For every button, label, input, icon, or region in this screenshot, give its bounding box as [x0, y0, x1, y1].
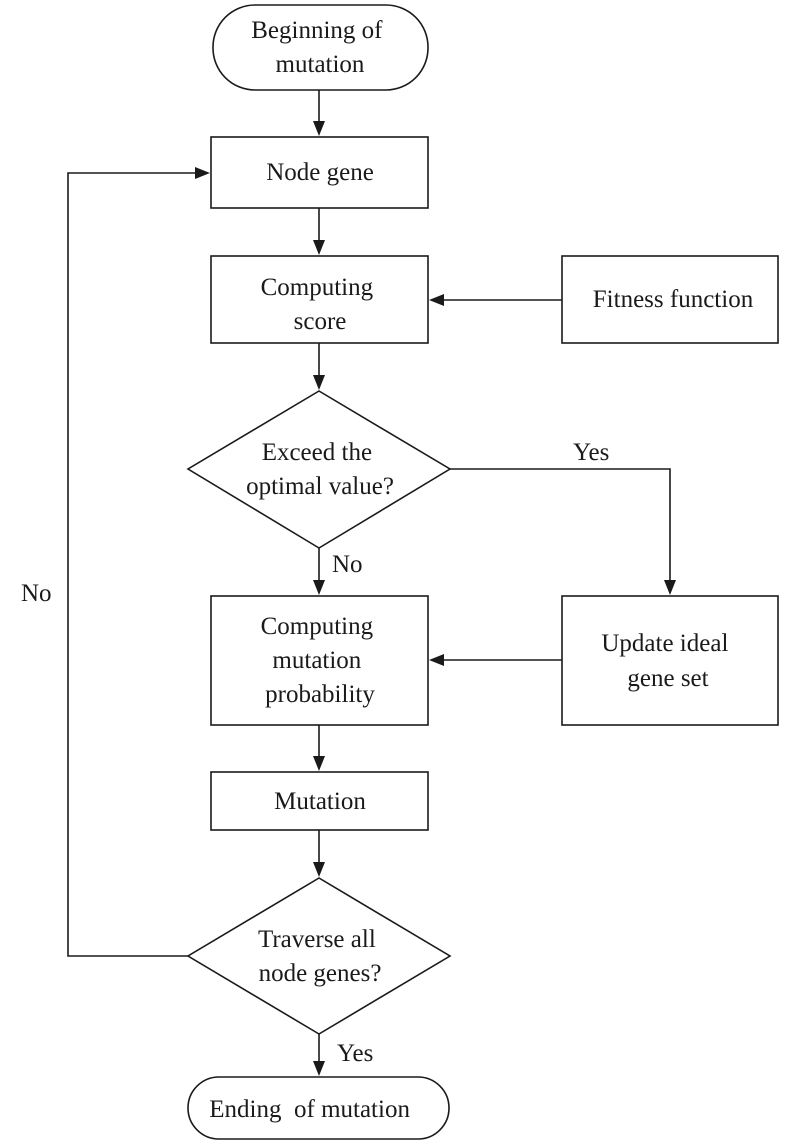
computing-probability-box [210, 595, 429, 726]
fitness-function-label: Fitness function [593, 286, 754, 313]
update-gene-set-label: Update ideal gene set [601, 630, 734, 692]
traverse-no-label: No [21, 580, 52, 607]
mutation-label: Mutation [274, 788, 366, 815]
arrowhead-from-fitness [429, 294, 444, 306]
exceed-no-label: No [332, 551, 363, 578]
end-terminal [187, 1076, 450, 1140]
arrowhead-exceed-decision [313, 375, 325, 390]
arrowhead-computing-probability [313, 580, 325, 595]
start-label: Beginning of mutation [251, 17, 389, 78]
exceed-decision-label: Exceed the optimal value? [246, 439, 394, 500]
arrowhead-update-gene-set [664, 580, 676, 595]
end-label: Ending of mutation [209, 1096, 410, 1123]
node-gene-label: Node gene [266, 159, 374, 186]
arrowhead-traverse-decision [313, 862, 325, 877]
arrowhead-end [313, 1061, 325, 1076]
exceed-optimal-decision [186, 390, 452, 549]
connector-yes-to-update [450, 468, 671, 583]
start-terminal [212, 4, 429, 91]
arrowhead-from-update [429, 654, 444, 666]
arrowhead-mutation [313, 756, 325, 771]
exceed-yes-label: Yes [573, 439, 609, 466]
arrowhead-node-gene [313, 121, 325, 136]
fitness-function-box [561, 255, 779, 344]
computing-score-label: Computing score [261, 274, 380, 335]
computing-probability-label: Computing mutation probability [261, 613, 380, 708]
traverse-decision-label: Traverse all node genes? [258, 926, 382, 987]
traverse-decision [186, 877, 452, 1035]
arrowhead-loop-node-gene [195, 167, 210, 179]
arrowhead-computing-score [313, 240, 325, 255]
update-gene-set-box [561, 595, 779, 726]
traverse-yes-label: Yes [337, 1040, 373, 1067]
connector-loop-back-no [67, 172, 196, 957]
computing-score-box [210, 255, 429, 344]
node-gene-box [210, 136, 429, 209]
